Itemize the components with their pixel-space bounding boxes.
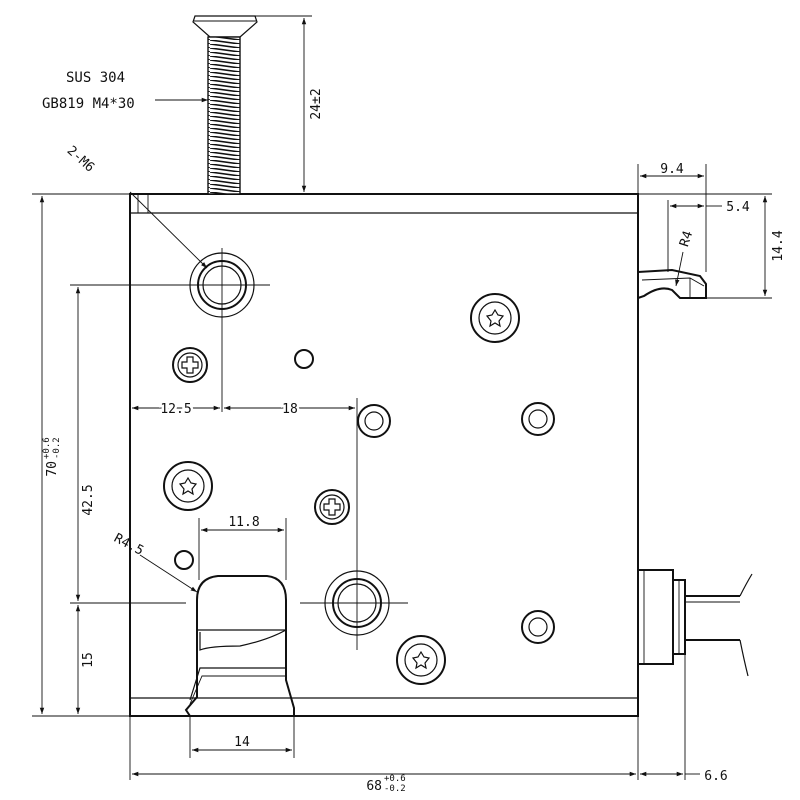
dim-bolt-radius: R4.5: [111, 531, 146, 559]
phillips-screw: [172, 347, 208, 383]
dimension-lines: [32, 15, 772, 780]
dim-width-tol-upper: +0.6: [384, 774, 406, 784]
dim-edge-to-hole: 12.5: [160, 402, 191, 417]
center-lines: [186, 248, 408, 650]
side-tab: [637, 268, 707, 299]
dim-overall-width: 68 +0.6 -0.2: [366, 774, 405, 794]
dim-width-value: 68: [366, 779, 382, 794]
dim-tab-offset: 5.4: [726, 200, 750, 215]
screw-spec: GB819 M4*30: [42, 96, 135, 112]
dim-hole-callout: 2-M6: [64, 143, 97, 175]
cable-gland: [637, 569, 753, 677]
dim-cable-offset: 6.6: [704, 769, 727, 784]
dim-height-tol-upper: +0.6: [42, 437, 52, 459]
countersunk-screw: [192, 15, 258, 195]
dim-screw-length: 24±2: [309, 88, 324, 119]
dim-bolt-width: 11.8: [228, 515, 259, 530]
dim-bolt-height: 15: [81, 652, 96, 668]
dim-hole-height: 42.5: [81, 484, 96, 515]
dim-width-tol-lower: -0.2: [384, 784, 406, 794]
dim-height-value: 70: [45, 461, 60, 477]
dim-tab-width: 9.4: [660, 162, 684, 177]
material-spec: SUS 304: [66, 70, 125, 86]
dim-tab-height: 14.4: [771, 230, 786, 261]
dim-hole-spacing: 18: [282, 402, 298, 417]
dim-tab-radius: R4: [677, 229, 696, 249]
phillips-screw: [314, 489, 350, 525]
latch-bolt: [184, 575, 295, 717]
dim-height-tol-lower: -0.2: [52, 437, 62, 459]
small-hole: [294, 349, 314, 369]
bushing: [521, 610, 555, 644]
small-hole: [174, 550, 194, 570]
bushing: [357, 404, 391, 438]
torx-screw: [470, 293, 520, 343]
torx-screw: [396, 635, 446, 685]
lock-body: [129, 193, 639, 717]
torx-screw: [163, 461, 213, 511]
bushing: [521, 402, 555, 436]
dim-bolt-base-width: 14: [234, 735, 250, 750]
dim-overall-height: 70 +0.6 -0.2: [42, 437, 62, 476]
